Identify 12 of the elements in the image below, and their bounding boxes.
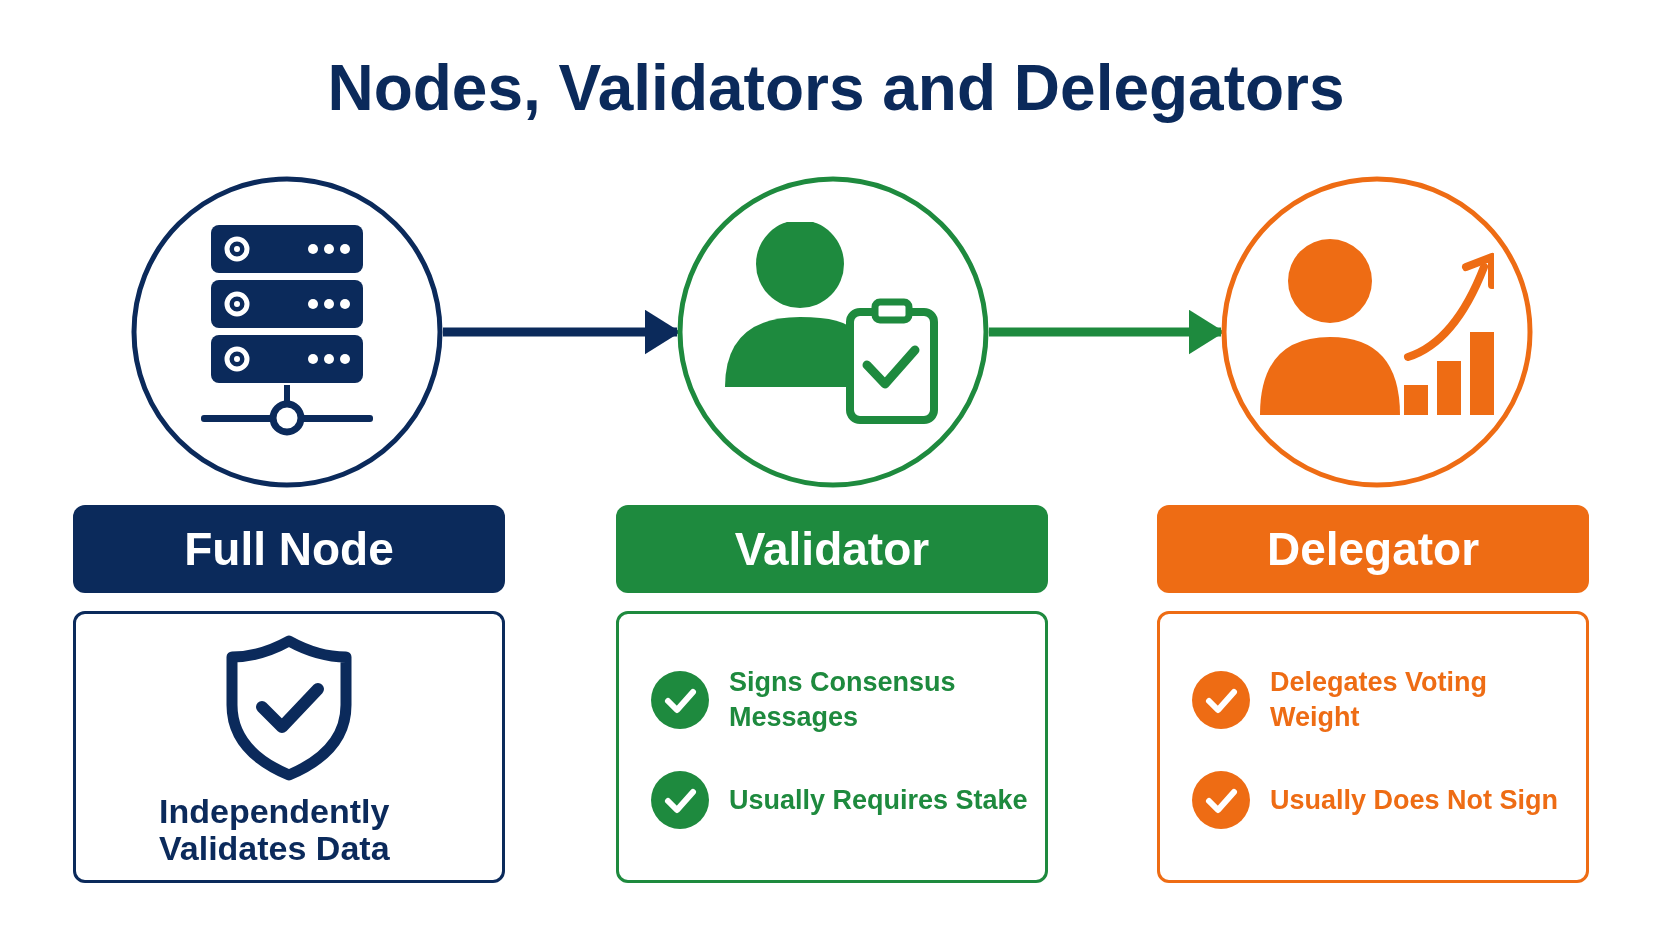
feature-text: Usually Does Not Sign — [1270, 783, 1559, 817]
detail-card — [73, 611, 505, 883]
role-title-bar: Validator — [616, 505, 1048, 593]
feature-text: Signs Consensus Messages — [729, 665, 957, 734]
feature-text: Delegates Voting Weight — [1270, 665, 1489, 734]
title: Nodes, Validators and Delegators — [326, 51, 1346, 126]
detail-card — [616, 611, 1048, 883]
detail-card — [1157, 611, 1589, 883]
role-title-bar: Full Node — [73, 505, 505, 593]
description-text: Independently Validates Data — [159, 792, 391, 868]
role-title-bar: Delegator — [1157, 505, 1589, 593]
feature-text: Usually Requires Stake — [729, 783, 1028, 817]
